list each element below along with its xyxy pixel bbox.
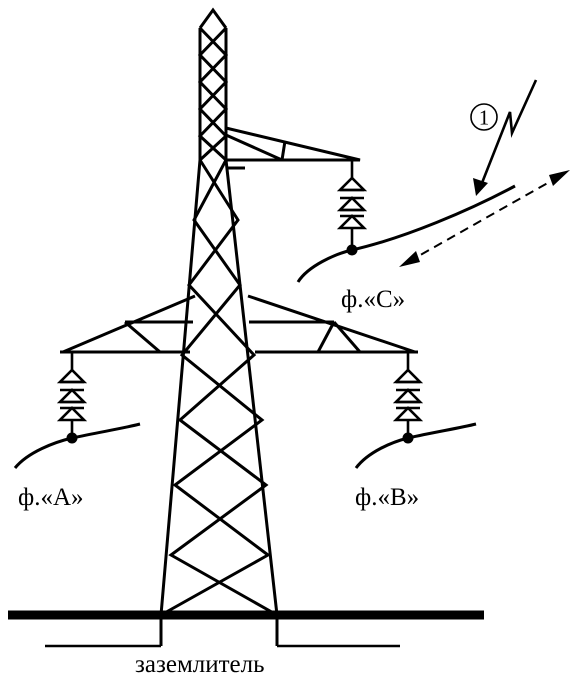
marker-circle	[470, 103, 498, 131]
phase-a-label: ф.«А»	[18, 484, 84, 511]
lightning-bolt-icon	[473, 79, 538, 196]
insulator-string-icon	[336, 160, 368, 248]
phase-b-label: ф.«В»	[355, 484, 419, 511]
insulator-string-icon	[56, 352, 88, 436]
conductor-phase-c	[296, 184, 516, 283]
insulator-string-icon	[392, 352, 424, 436]
tower-body	[159, 7, 279, 646]
travelling-wave-arrow	[399, 170, 570, 267]
lower-crossarm	[60, 294, 418, 354]
conductor-phase-a	[13, 422, 141, 469]
ground-label: заземлитель	[135, 651, 265, 676]
upper-crossarm	[225, 126, 361, 170]
phase-c-label: ф.«С»	[341, 286, 405, 313]
conductor-phase-b	[354, 422, 477, 469]
marker-number: 1	[479, 106, 490, 130]
